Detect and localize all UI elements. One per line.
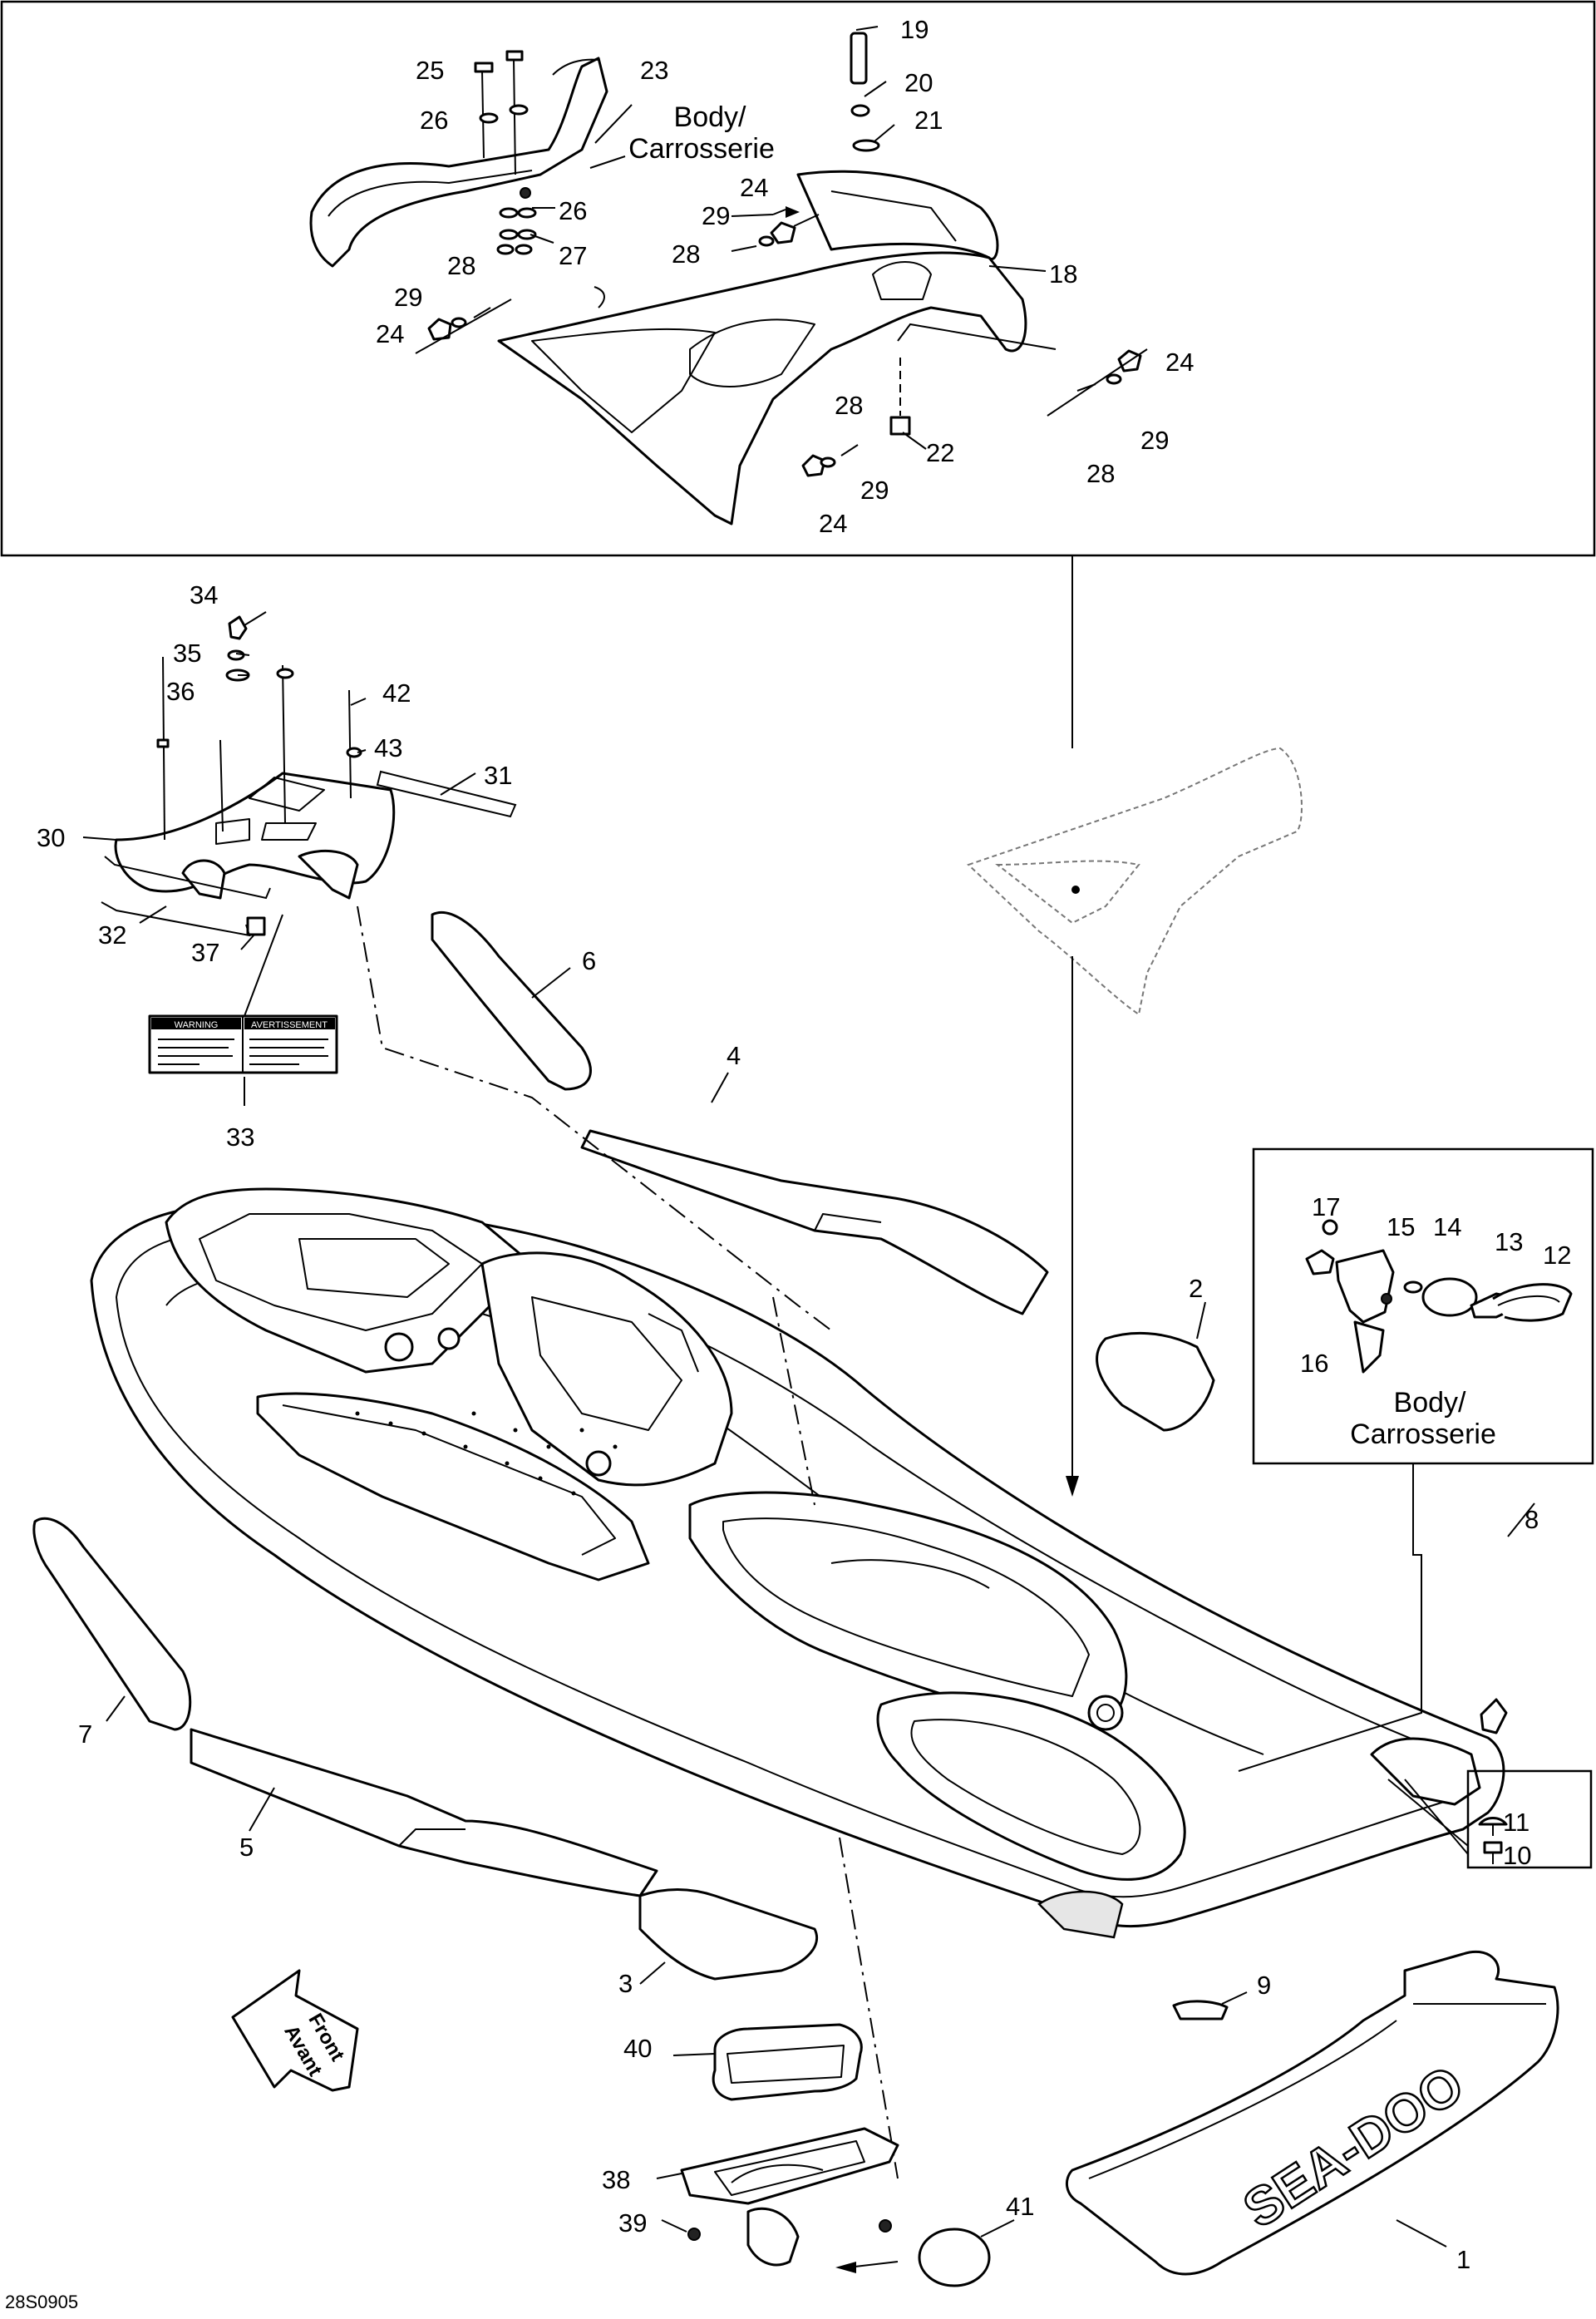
callout-14: 14 — [1433, 1212, 1461, 1241]
inset-body-caption-line1: Body/ — [1394, 1387, 1466, 1419]
tow-eye-assembly — [1238, 1219, 1573, 1772]
leader-9 — [1221, 1991, 1248, 2005]
warning-label-33: WARNING AVERTISSEMENT — [148, 914, 338, 1106]
callout-29d: 29 — [1140, 426, 1169, 455]
callout-9: 9 — [1257, 1971, 1271, 2000]
callout-28c: 28 — [835, 391, 863, 420]
callout-13: 13 — [1495, 1227, 1523, 1256]
callout-19: 19 — [900, 15, 929, 44]
pad-part-5 — [190, 1728, 658, 1897]
callout-41: 41 — [1006, 2192, 1034, 2221]
callout-labels: 19 20 21 25 26 23 26 27 28 29 24 24 29 2… — [37, 15, 1571, 2274]
callout-16: 16 — [1300, 1349, 1328, 1378]
top-body-caption-line1: Body/ — [674, 101, 746, 133]
callout-42: 42 — [382, 678, 411, 708]
pad-part-3 — [638, 1888, 819, 1981]
callout-28a: 28 — [447, 251, 475, 280]
callout-40: 40 — [623, 2034, 652, 2063]
pad-part-6 — [431, 910, 592, 1091]
callout-43: 43 — [374, 733, 402, 762]
front-direction-arrow: Front Avant — [231, 1969, 359, 2092]
callout-25: 25 — [416, 56, 444, 85]
callout-24b: 24 — [740, 173, 768, 202]
ref-line-1 — [357, 905, 832, 1331]
callout-22: 22 — [926, 438, 954, 467]
warning-label-left-title: WARNING — [175, 1020, 219, 1030]
pad-5-seam — [398, 1828, 466, 1847]
tow-eye-inset-frame — [1252, 1147, 1594, 1465]
callout-17: 17 — [1312, 1192, 1340, 1221]
callout-39: 39 — [618, 2208, 647, 2238]
warning-label-right-title: AVERTISSEMENT — [251, 1020, 328, 1030]
callout-10: 10 — [1503, 1841, 1531, 1870]
rear-mat-part-1: SEA-DOO — [1065, 1950, 1559, 2276]
callout-20: 20 — [904, 68, 933, 97]
storage-parts-bottom — [680, 2023, 991, 2287]
callout-4: 4 — [727, 1041, 741, 1070]
callout-27: 27 — [559, 241, 587, 270]
callout-29a: 29 — [394, 283, 422, 312]
engine-cover-assembly-30 — [101, 615, 517, 937]
callout-8: 8 — [1525, 1505, 1539, 1534]
hardware-top — [415, 32, 1148, 477]
callout-12: 12 — [1543, 1241, 1571, 1270]
callout-23: 23 — [640, 56, 668, 85]
callout-11: 11 — [1503, 1808, 1530, 1837]
callout-36: 36 — [166, 677, 195, 706]
callout-32: 32 — [98, 920, 126, 950]
callout-15: 15 — [1387, 1212, 1415, 1241]
callout-26b: 26 — [559, 196, 587, 225]
fasteners-10-11 — [1387, 1769, 1593, 1869]
callout-30: 30 — [37, 823, 65, 852]
top-body-caption-line2: Carrosserie — [628, 133, 775, 165]
side-cover-part-23 — [309, 57, 608, 268]
pad-part-4 — [580, 1129, 1049, 1315]
callout-35: 35 — [173, 639, 201, 668]
inset-body-caption-line2: Carrosserie — [1350, 1419, 1496, 1450]
pad-part-7 — [32, 1517, 192, 1731]
callout-38: 38 — [602, 2165, 630, 2194]
ref-line-3 — [839, 1837, 899, 2179]
callout-33: 33 — [226, 1122, 254, 1152]
callout-28b: 28 — [672, 239, 700, 269]
pad-part-9 — [1172, 2000, 1229, 2020]
callout-2: 2 — [1189, 1274, 1203, 1303]
deck-hull-main — [90, 1187, 1505, 1939]
body-position-reference — [967, 555, 1303, 1497]
callout-24d: 24 — [1165, 348, 1194, 377]
callout-21: 21 — [914, 106, 943, 135]
pad-part-8 — [1480, 1698, 1508, 1734]
callout-3: 3 — [618, 1969, 633, 1998]
callout-29c: 29 — [860, 476, 889, 505]
top-body-frame — [0, 0, 1596, 557]
pad-part-2 — [1096, 1332, 1215, 1432]
callout-28d: 28 — [1086, 459, 1115, 488]
callout-24c: 24 — [819, 509, 847, 538]
callout-18: 18 — [1049, 259, 1077, 289]
callout-1: 1 — [1456, 2245, 1470, 2274]
callout-6: 6 — [582, 946, 596, 975]
callout-26a: 26 — [420, 106, 448, 135]
callout-5: 5 — [239, 1833, 254, 1862]
callout-37: 37 — [191, 938, 219, 967]
pad-4-seam — [814, 1213, 882, 1231]
drawing-code: 28S0905 — [5, 2292, 78, 2312]
callout-31: 31 — [484, 761, 512, 790]
callout-34: 34 — [190, 580, 218, 609]
top-leaders — [82, 26, 1535, 2247]
callout-7: 7 — [78, 1720, 92, 1749]
callout-29b: 29 — [702, 201, 730, 230]
callout-24a: 24 — [376, 319, 404, 348]
body-part-18 — [497, 170, 1027, 525]
